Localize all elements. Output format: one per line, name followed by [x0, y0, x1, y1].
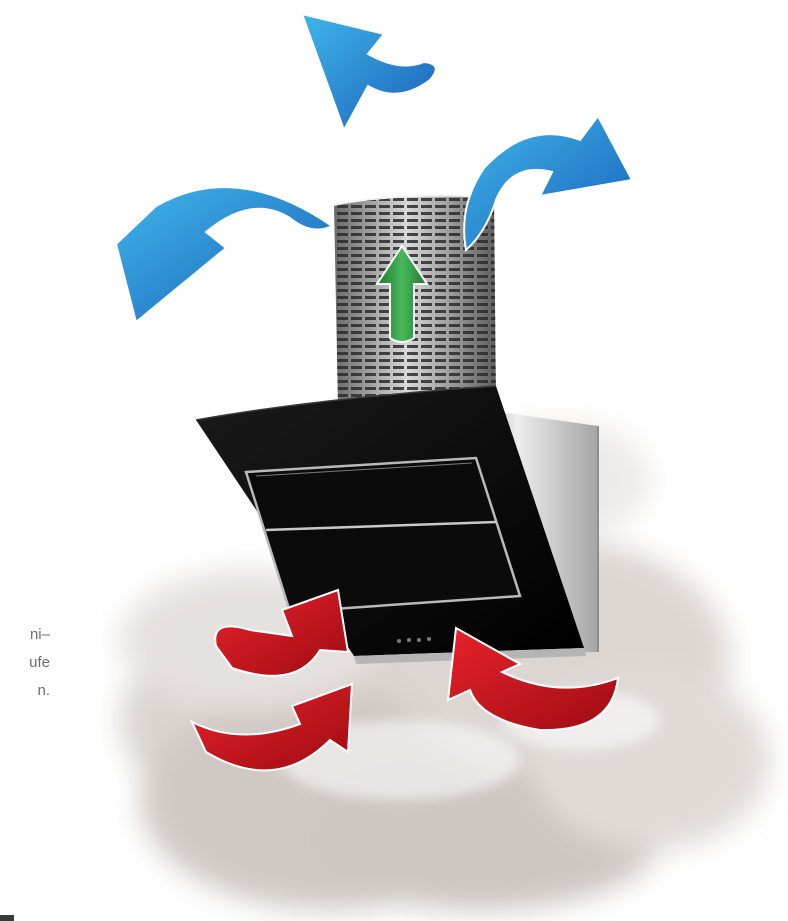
side-caption-line-1: ni– [0, 621, 50, 649]
exhaust-arrow-left-icon [116, 187, 332, 322]
side-caption-line-3: n. [0, 677, 50, 705]
page-corner-mark [0, 915, 14, 921]
side-caption: ni– ufe n. [0, 621, 50, 705]
exhaust-arrow-top-icon [302, 14, 436, 130]
side-caption-line-2: ufe [0, 649, 50, 677]
